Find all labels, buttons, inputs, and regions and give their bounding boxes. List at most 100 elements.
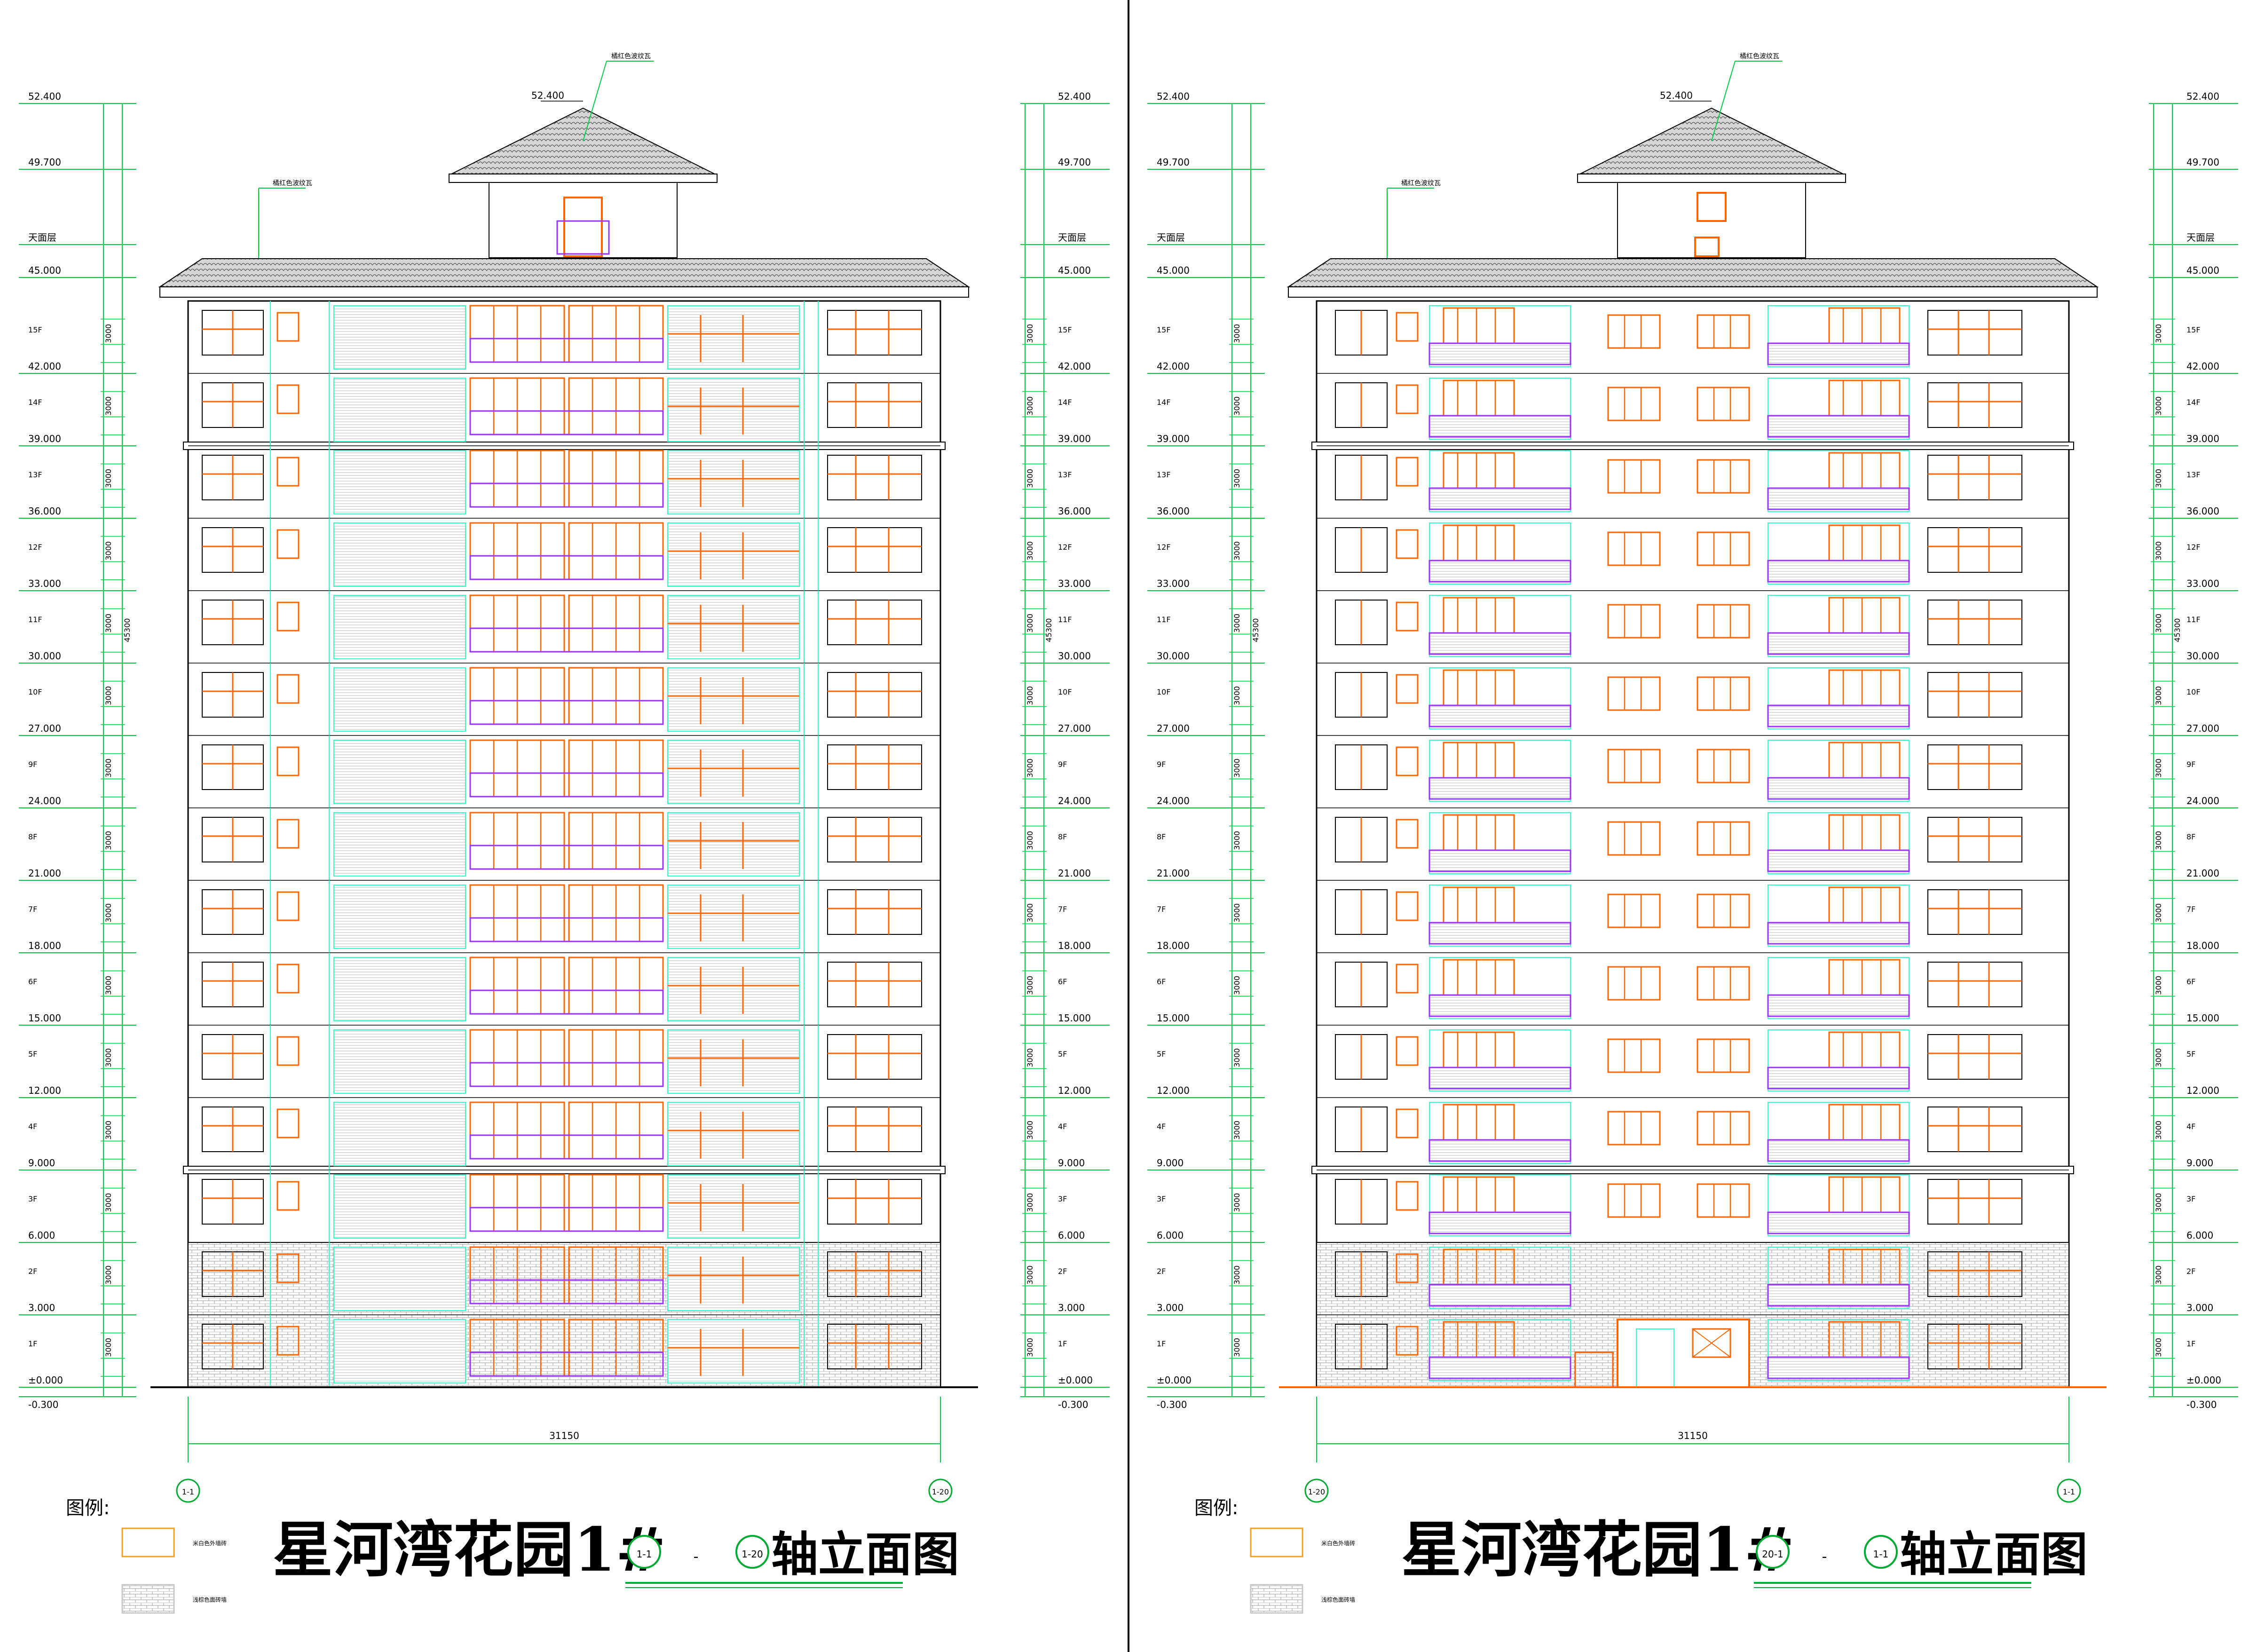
floor-name-label: 13F — [1058, 470, 1072, 479]
floor-name-label: 15F — [2186, 325, 2201, 334]
drawing-title: 星河湾花园1# — [1401, 1515, 1794, 1585]
floor-name-label: 2F — [1058, 1267, 1067, 1276]
level-label: 49.700 — [1157, 157, 1190, 168]
roof-note-leader — [1711, 61, 1736, 142]
glass-bay — [1768, 378, 1910, 440]
floor-name-label: 10F — [1157, 688, 1171, 696]
floor-dim-text: 3000 — [104, 396, 113, 416]
entrance-window-x2 — [1692, 1328, 1731, 1358]
stair-window — [1607, 1038, 1661, 1073]
window-frame — [827, 527, 922, 573]
ground-level-label: -0.300 — [2186, 1399, 2217, 1410]
floor-dim-text: 3000 — [1026, 1193, 1034, 1212]
level-label: 45.000 — [2186, 265, 2219, 276]
stair-window — [1697, 604, 1750, 639]
stair-window — [1607, 893, 1661, 928]
floor-name-label: 14F — [1058, 398, 1072, 407]
floor-level-label: 24.000 — [1157, 795, 1190, 806]
roof-note-leader — [583, 61, 607, 142]
width-dim-label: 31150 — [1678, 1430, 1708, 1441]
floor-name-label: 15F — [28, 325, 42, 334]
floor-dim-text: 3000 — [104, 759, 113, 778]
floor-row — [188, 445, 940, 518]
title-axis-to: 1-20 — [742, 1549, 763, 1560]
floor-level-label: 3.000 — [1058, 1302, 1085, 1313]
stair-window — [1697, 1038, 1750, 1073]
axis-bubble-label: 1-1 — [2063, 1487, 2075, 1496]
floor-row — [1317, 952, 2069, 1019]
floor-name-label: 6F — [1058, 977, 1067, 986]
small-window — [1396, 964, 1419, 994]
balcony-railing — [469, 1062, 664, 1087]
level-label: 49.700 — [1058, 157, 1091, 168]
axis-bubble — [928, 1478, 953, 1503]
main-roof-note: 橘红色波纹瓦 — [1401, 179, 1441, 187]
floor-dim-text: 3000 — [1232, 396, 1241, 416]
pavilion-window — [1697, 192, 1727, 222]
floor-row — [1317, 518, 2069, 585]
stair-window — [1607, 1183, 1661, 1218]
glass-bay — [1768, 957, 1910, 1019]
floor-level-label: 39.000 — [1157, 433, 1190, 444]
total-dim-text: 45300 — [1044, 618, 1053, 642]
floor-dim-text: 3000 — [1026, 1121, 1034, 1140]
small-window — [1396, 1181, 1419, 1211]
floor-name-label: 4F — [2186, 1122, 2195, 1131]
small-window — [1396, 601, 1419, 632]
floor-dim-text: 3000 — [1232, 1265, 1241, 1285]
stair-window — [1697, 966, 1750, 1001]
floor-level-label: 18.000 — [1058, 940, 1091, 951]
floor-dim-text: 3000 — [1026, 541, 1034, 561]
floor-name-label: 7F — [2186, 905, 2195, 914]
floor-name-label: 1F — [1157, 1339, 1166, 1348]
floor-row — [1317, 1025, 2069, 1091]
floor-name-label: 7F — [28, 905, 37, 914]
drawing-title: 星河湾花园1# — [273, 1515, 666, 1585]
glass-bay — [1768, 667, 1910, 729]
small-window — [1396, 1108, 1419, 1138]
balcony-railing — [469, 410, 664, 435]
stair-window — [1607, 821, 1661, 856]
balcony-railing — [469, 845, 664, 870]
window-frame — [1927, 1251, 2022, 1297]
glass-bay — [333, 812, 466, 877]
level-label: 天面层 — [1157, 232, 1185, 243]
window-frame — [827, 382, 922, 428]
floor-level-label: 33.000 — [1157, 578, 1190, 589]
small-window — [276, 601, 300, 632]
window-frame — [1927, 1107, 2022, 1152]
ground-level-label: -0.300 — [1157, 1399, 1187, 1410]
balcony-railing — [469, 1279, 664, 1304]
floor-dim-text: 3000 — [1232, 469, 1241, 488]
floor-name-label: 12F — [1058, 543, 1072, 552]
floor-row — [188, 663, 940, 735]
small-window — [276, 457, 300, 487]
stair-window — [1697, 676, 1750, 711]
floor-level-label: 42.000 — [1058, 361, 1091, 372]
floor-name-label: 12F — [1157, 543, 1171, 552]
glass-bay — [1768, 1247, 1910, 1309]
floor-name-label: 8F — [2186, 832, 2195, 841]
balcony-railing — [1767, 1139, 1910, 1162]
floor-level-label: 3.000 — [28, 1302, 55, 1313]
floor-name-label: 5F — [28, 1050, 37, 1059]
floor-dim-text: 3000 — [2154, 1338, 2163, 1357]
balcony-railing — [1428, 849, 1571, 872]
floor-level-label: 27.000 — [1157, 723, 1190, 734]
floor-level-label: 39.000 — [1058, 433, 1091, 444]
balcony-railing — [1767, 994, 1910, 1017]
stair-window — [1607, 966, 1661, 1001]
floor-name-label: 8F — [28, 832, 37, 841]
axis-bubble — [176, 1478, 200, 1503]
legend-item-label: 浅棕色面砖墙 — [193, 1596, 227, 1603]
balcony-railing — [1767, 560, 1910, 583]
legend-item-label: 米白色外墙砖 — [193, 1540, 227, 1547]
floor-dim-text: 3000 — [2154, 686, 2163, 705]
balcony-railing — [1428, 994, 1571, 1017]
floor-name-label: 11F — [1157, 615, 1171, 624]
floor-dim-text: 3000 — [1026, 1265, 1034, 1285]
floor-level-label: 36.000 — [1157, 506, 1190, 517]
floor-dim-text: 3000 — [1232, 1121, 1241, 1140]
legend-item-label: 米白色外墙砖 — [1321, 1540, 1355, 1547]
